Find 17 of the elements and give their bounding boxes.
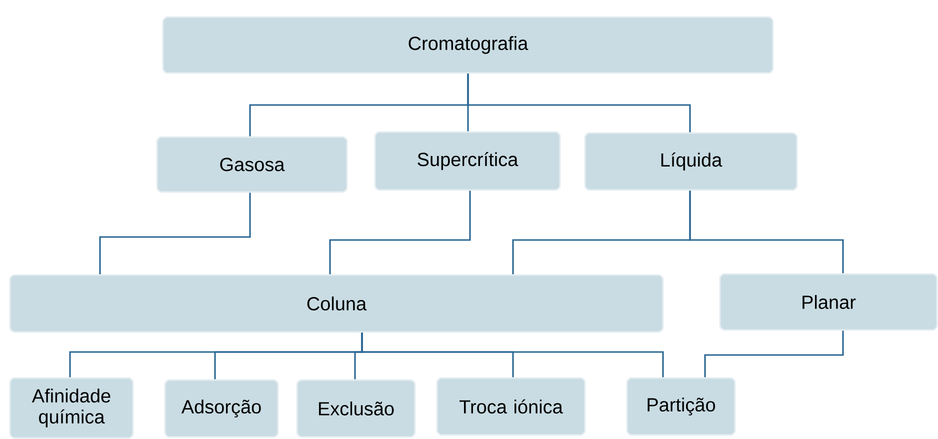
category-box: Cromatografia xyxy=(162,16,774,74)
connector-line xyxy=(99,192,251,274)
connector-line xyxy=(704,330,844,378)
connector-line xyxy=(467,74,691,132)
category-box: Coluna xyxy=(9,274,664,333)
category-box: Afinidade química xyxy=(9,377,134,439)
category-box: Adsorção xyxy=(164,379,279,438)
category-box: Troca iónica xyxy=(436,377,586,436)
category-box: Supercrítica xyxy=(374,131,561,191)
connector-line xyxy=(689,190,844,274)
category-box: Planar xyxy=(719,273,938,331)
category-box: Líquida xyxy=(584,132,798,191)
category-box: Exclusão xyxy=(296,379,416,438)
connector-line xyxy=(361,332,664,378)
category-box: Partição xyxy=(626,377,736,436)
connector-line xyxy=(329,190,471,274)
category-box: Gasosa xyxy=(156,136,348,193)
